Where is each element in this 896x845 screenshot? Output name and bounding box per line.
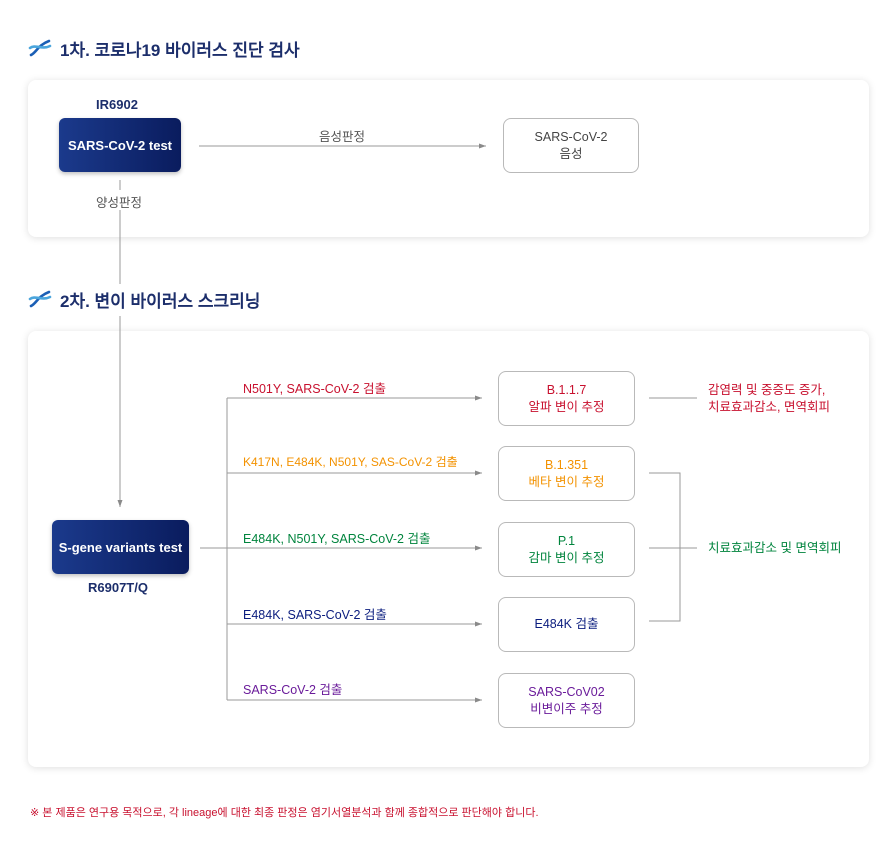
section-2-title: 2차. 변이 바이러스 스크리닝: [60, 291, 261, 311]
result-line: P.1: [557, 533, 576, 548]
beta-result-box: B.1.351 베타 변이 추정: [498, 446, 635, 501]
result-line: 베타 변이 추정: [528, 474, 605, 489]
section-1-title: 1차. 코로나19 바이러스 진단 검사: [60, 40, 300, 60]
positive-label: 양성판정: [96, 196, 143, 210]
branch-label-beta: K417N, E484K, N501Y, SAS-CoV-2 검출: [243, 455, 458, 469]
result-line: B.1.351: [544, 457, 589, 472]
outcome-line: 치료효과감소, 면역회피: [708, 400, 830, 414]
branch-label-alpha: N501Y, SARS-CoV-2 검출: [243, 382, 386, 396]
step2-code: R6907T/Q: [88, 580, 148, 595]
dna-helix-icon: [28, 39, 52, 57]
outcome-line: 치료효과감소 및 면역회피: [708, 541, 842, 555]
branch-label-wild: SARS-CoV-2 검출: [243, 683, 343, 697]
wild-type-result-box: SARS-CoV02 비변이주 추정: [498, 673, 635, 728]
dna-helix-icon: [28, 290, 52, 308]
negative-label: 음성판정: [319, 130, 366, 144]
branch-label-e484k: E484K, SARS-CoV-2 검출: [243, 608, 387, 622]
outcome-line: 감염력 및 중증도 증가,: [708, 383, 826, 397]
group-outcome: 치료효과감소 및 면역회피: [708, 540, 841, 557]
sars-cov-2-test-box: SARS-CoV-2 test: [59, 118, 181, 172]
section-2-heading: 2차. 변이 바이러스 스크리닝: [28, 287, 260, 311]
result-line: 알파 변이 추정: [528, 399, 605, 414]
branch-label-gamma: E484K, N501Y, SARS-CoV-2 검출: [243, 532, 431, 546]
gamma-result-box: P.1 감마 변이 추정: [498, 522, 635, 577]
alpha-result-box: B.1.1.7 알파 변이 추정: [498, 371, 635, 426]
result-line: SARS-CoV02: [528, 684, 605, 699]
e484k-result-box: E484K 검출: [498, 597, 635, 652]
s-gene-variants-test-box: S-gene variants test: [52, 520, 189, 574]
negative-result-box: SARS-CoV-2 음성: [503, 118, 639, 173]
step1-code: IR6902: [96, 97, 138, 112]
alpha-outcome: 감염력 및 중증도 증가, 치료효과감소, 면역회피: [708, 382, 830, 416]
outcome-bracket: [649, 472, 681, 622]
result-line: 비변이주 추정: [530, 701, 603, 716]
section-1-heading: 1차. 코로나19 바이러스 진단 검사: [28, 36, 300, 60]
result-line: 감마 변이 추정: [528, 550, 605, 565]
result-line: B.1.1.7: [546, 382, 587, 397]
footnote: ※ 본 제품은 연구용 목적으로, 각 lineage에 대한 최종 판정은 염…: [30, 807, 539, 819]
result-line: 음성: [559, 146, 583, 161]
result-line: E484K 검출: [534, 617, 599, 631]
result-line: SARS-CoV-2: [534, 129, 608, 144]
